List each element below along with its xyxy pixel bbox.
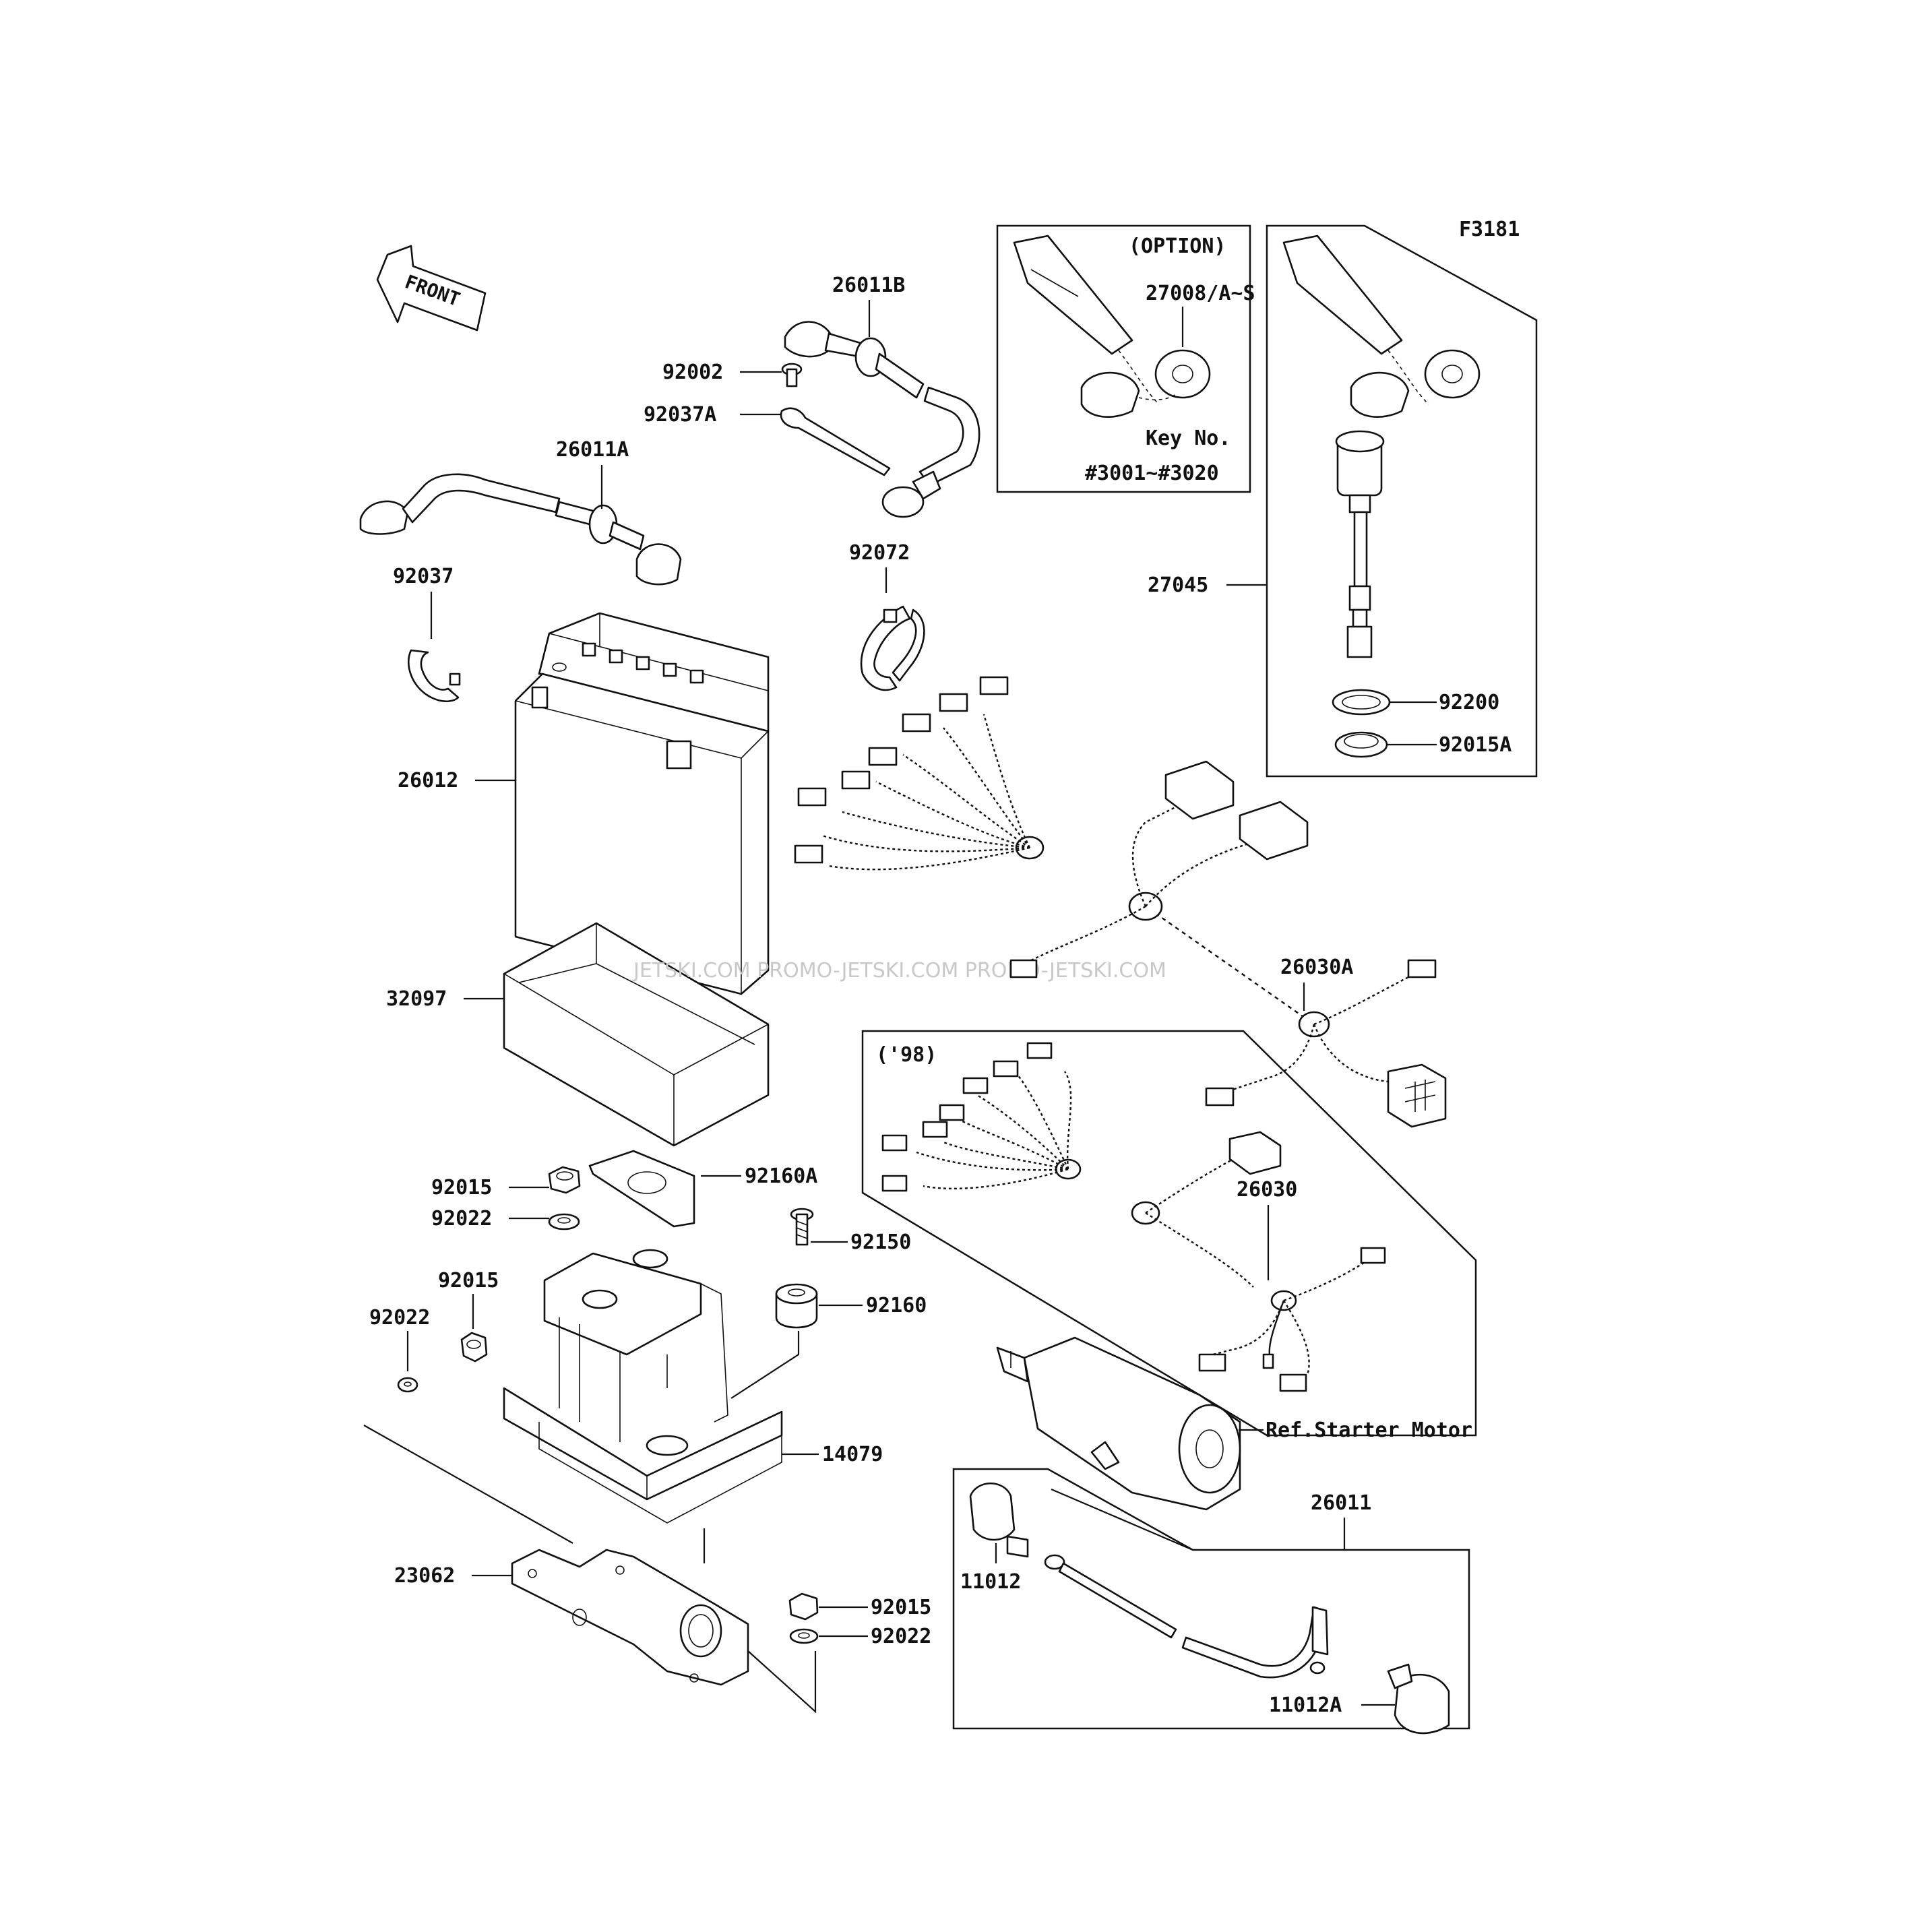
battery-icon	[514, 612, 770, 995]
model-year-title: ('98)	[876, 1043, 937, 1067]
band-92037-icon	[408, 649, 461, 703]
label-92150: 92150	[850, 1230, 911, 1254]
ignition-switch-icon	[1335, 430, 1385, 658]
starter-motor-icon	[996, 1336, 1241, 1511]
label-26030: 26030	[1237, 1178, 1297, 1202]
washer-92022-left-icon	[397, 1377, 418, 1393]
front-arrow-icon: FRONT	[376, 245, 487, 332]
label-92200: 92200	[1439, 691, 1499, 714]
label-14079: 14079	[822, 1443, 883, 1466]
figure-code: F3181	[1459, 218, 1520, 241]
option-box: (OPTION) Key No. #3001~#3020 27008/A~S	[996, 224, 1255, 493]
label-26011A: 26011A	[556, 438, 629, 462]
label-27008: 27008/A~S	[1146, 282, 1255, 305]
label-23062: 23062	[394, 1564, 455, 1588]
nut-92015A-icon	[1334, 731, 1388, 758]
starter-cable-box	[952, 1468, 1470, 1735]
battery-tray-icon	[503, 922, 770, 1147]
label-92015-b: 92015	[438, 1269, 499, 1292]
option-title: (OPTION)	[1129, 235, 1226, 258]
nut-92015-low-icon	[788, 1592, 819, 1621]
key-range: #3001~#3020	[1085, 462, 1219, 485]
label-92002: 92002	[662, 361, 723, 384]
label-92022-c: 92022	[871, 1625, 931, 1648]
ignition-box: 92200 92015A	[1266, 224, 1538, 778]
label-27045: 27045	[1148, 573, 1208, 597]
watermark: JETSKI.COM PROMO-JETSKI.COM PROMO-JETSKI…	[632, 959, 1166, 983]
bolt-92150-icon	[790, 1208, 814, 1246]
bracket-14079-icon	[503, 1249, 783, 1524]
bolt-92002-icon	[781, 363, 803, 387]
label-11012A: 11012A	[1269, 1693, 1342, 1717]
washer-92200-icon	[1332, 689, 1391, 716]
label-starter: Ref.Starter Motor	[1266, 1419, 1472, 1442]
label-92015A: 92015A	[1439, 733, 1512, 757]
label-92037: 92037	[393, 565, 454, 588]
label-26011: 26011	[1311, 1491, 1371, 1515]
key-no-label: Key No.	[1146, 427, 1230, 450]
washer-92022-top-icon	[548, 1213, 580, 1230]
model-year-box: ('98)	[861, 1030, 1477, 1437]
label-92015-a: 92015	[431, 1176, 492, 1199]
label-92037A: 92037A	[644, 403, 716, 427]
label-11012: 11012	[960, 1570, 1021, 1594]
wire-harness-icon	[794, 676, 1447, 1128]
label-92022-b: 92022	[369, 1306, 430, 1330]
plate-92160A-icon	[588, 1150, 695, 1228]
label-92160A: 92160A	[745, 1164, 817, 1188]
battery-cable-26011A	[359, 473, 682, 586]
label-26011B: 26011B	[832, 274, 905, 297]
label-26012: 26012	[398, 769, 458, 792]
wire-harness-98-icon	[881, 1042, 1386, 1392]
battery-cable-26011B	[784, 321, 980, 518]
bushing-92160-icon	[775, 1283, 818, 1329]
key-fob-icon	[1013, 235, 1211, 418]
washer-92022-low-icon	[789, 1628, 819, 1644]
band-92072-icon	[860, 605, 925, 691]
mount-23062-icon	[511, 1549, 749, 1686]
label-92160: 92160	[866, 1294, 927, 1317]
nut-92015-top-icon	[548, 1166, 581, 1194]
label-92022-a: 92022	[431, 1207, 492, 1230]
label-92015-c: 92015	[871, 1596, 931, 1619]
nut-92015-mid-icon	[460, 1332, 488, 1363]
label-92072: 92072	[849, 541, 910, 565]
label-26030A: 26030A	[1280, 956, 1353, 979]
label-32097: 32097	[386, 987, 447, 1011]
band-92037A-icon	[780, 407, 891, 476]
key-fob-icon	[1282, 235, 1481, 418]
